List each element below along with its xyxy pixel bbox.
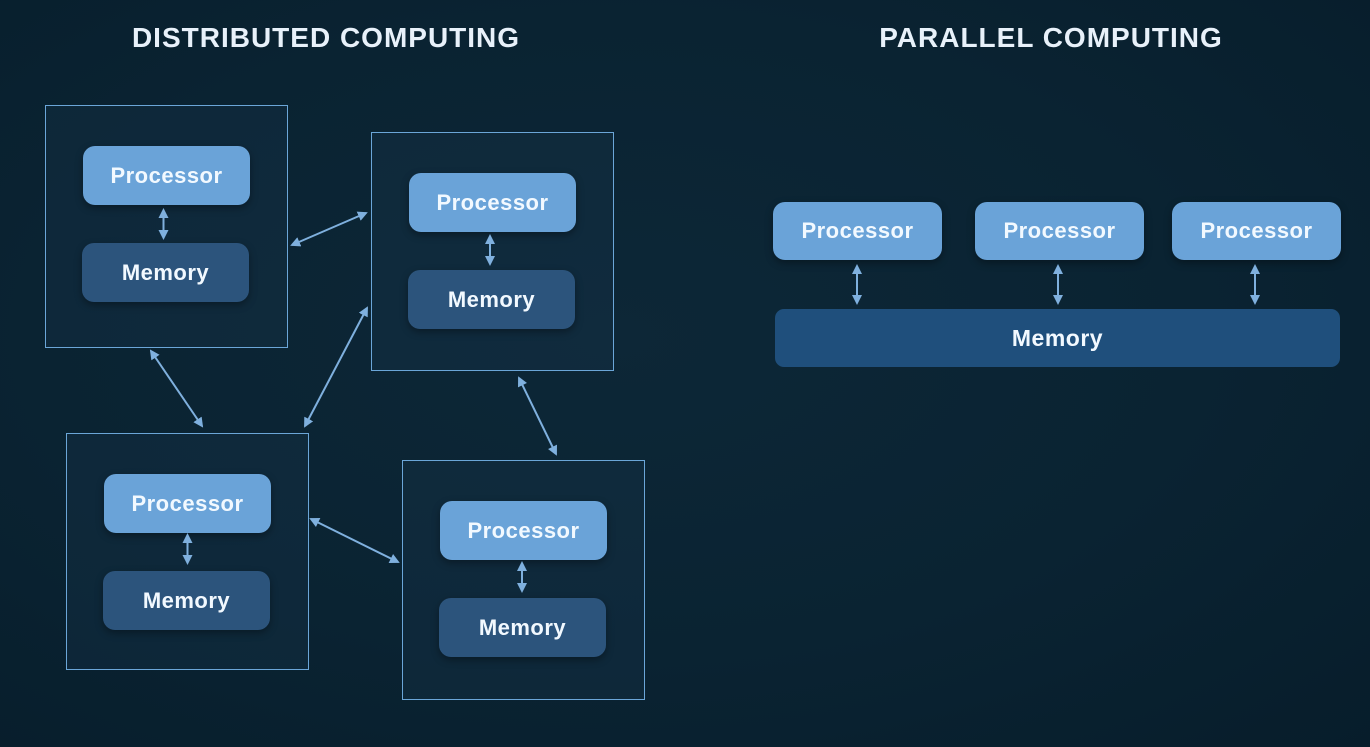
node-4-memory-box: Memory [439, 598, 606, 657]
parallel-processor-1-box: Processor [773, 202, 942, 260]
distributed-node-3: Processor Memory [66, 433, 309, 670]
node-2-processor-box: Processor [409, 173, 576, 232]
node-4-processor-box: Processor [440, 501, 607, 560]
right-panel-title: PARALLEL COMPUTING [879, 22, 1223, 53]
parallel-shared-memory-box: Memory [775, 309, 1340, 367]
node-1-memory-box: Memory [82, 243, 249, 302]
node-2-memory-box: Memory [408, 270, 575, 329]
node-3-processor-box: Processor [104, 474, 271, 533]
node-3-memory-box: Memory [103, 571, 270, 630]
distributed-node-4: Processor Memory [402, 460, 645, 700]
left-panel-title: DISTRIBUTED COMPUTING [131, 22, 521, 53]
node-1-processor-box: Processor [83, 146, 250, 205]
double-arrow-icon-node1-node3 [149, 349, 204, 428]
double-arrow-icon-node2-node4 [518, 376, 557, 456]
distributed-node-1: Processor Memory [45, 105, 288, 348]
double-arrow-icon-node1-node2 [290, 211, 368, 247]
parallel-processor-2-box: Processor [975, 202, 1144, 260]
double-arrow-icon-node3-node4 [309, 518, 400, 563]
parallel-processor-3-box: Processor [1172, 202, 1341, 260]
distributed-node-2: Processor Memory [371, 132, 614, 371]
double-arrow-icon-node2-node3 [304, 306, 368, 428]
